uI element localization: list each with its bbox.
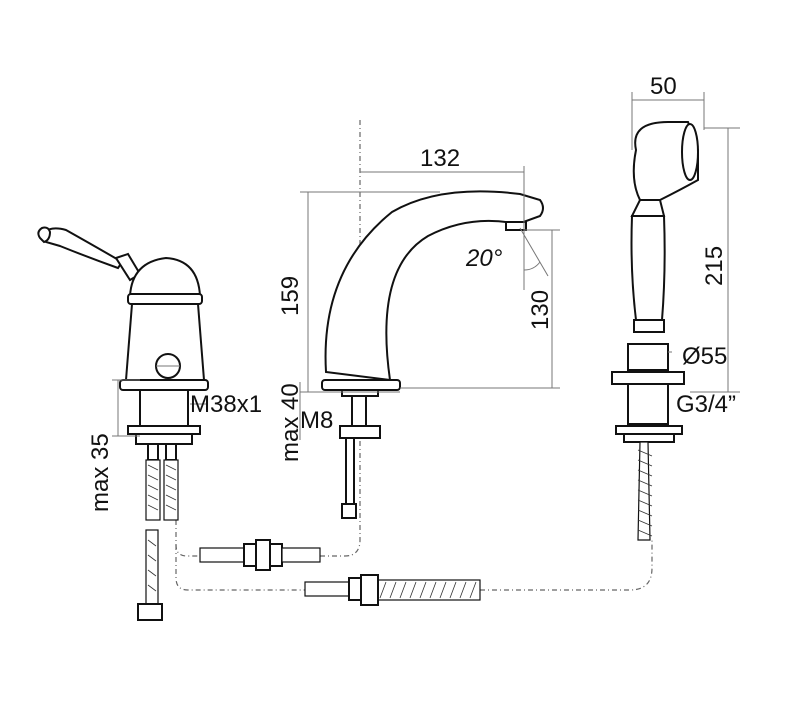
dim-handshower-length: 215	[701, 246, 728, 286]
dim-handshower-width: 50	[650, 73, 677, 100]
spout-body	[321, 190, 544, 519]
mixer-hoses	[137, 459, 179, 621]
connection-lines	[175, 120, 653, 591]
dim-mixer-deck-thickness: max 35	[87, 433, 114, 512]
dim-spout-reach: 132	[420, 145, 460, 172]
dim-shower-thread: G3/4”	[676, 391, 736, 418]
hose-connector-lower	[304, 574, 379, 606]
mixer-body	[37, 226, 209, 461]
dim-spout-height: 159	[277, 276, 304, 316]
dim-spout-angle: 20°	[465, 245, 503, 272]
dimension-lines	[112, 92, 740, 440]
dim-spout-outlet-height: 130	[527, 290, 554, 330]
dim-spout-deck-thickness: max 40	[277, 383, 304, 462]
dim-mixer-thread: M38x1	[190, 391, 262, 418]
hose-connector-upper	[199, 539, 321, 571]
shower-hose	[377, 441, 653, 601]
dim-spout-thread: M8	[300, 407, 333, 434]
handshower-body	[611, 121, 699, 443]
dim-shower-base-diameter: Ø55	[682, 343, 727, 370]
